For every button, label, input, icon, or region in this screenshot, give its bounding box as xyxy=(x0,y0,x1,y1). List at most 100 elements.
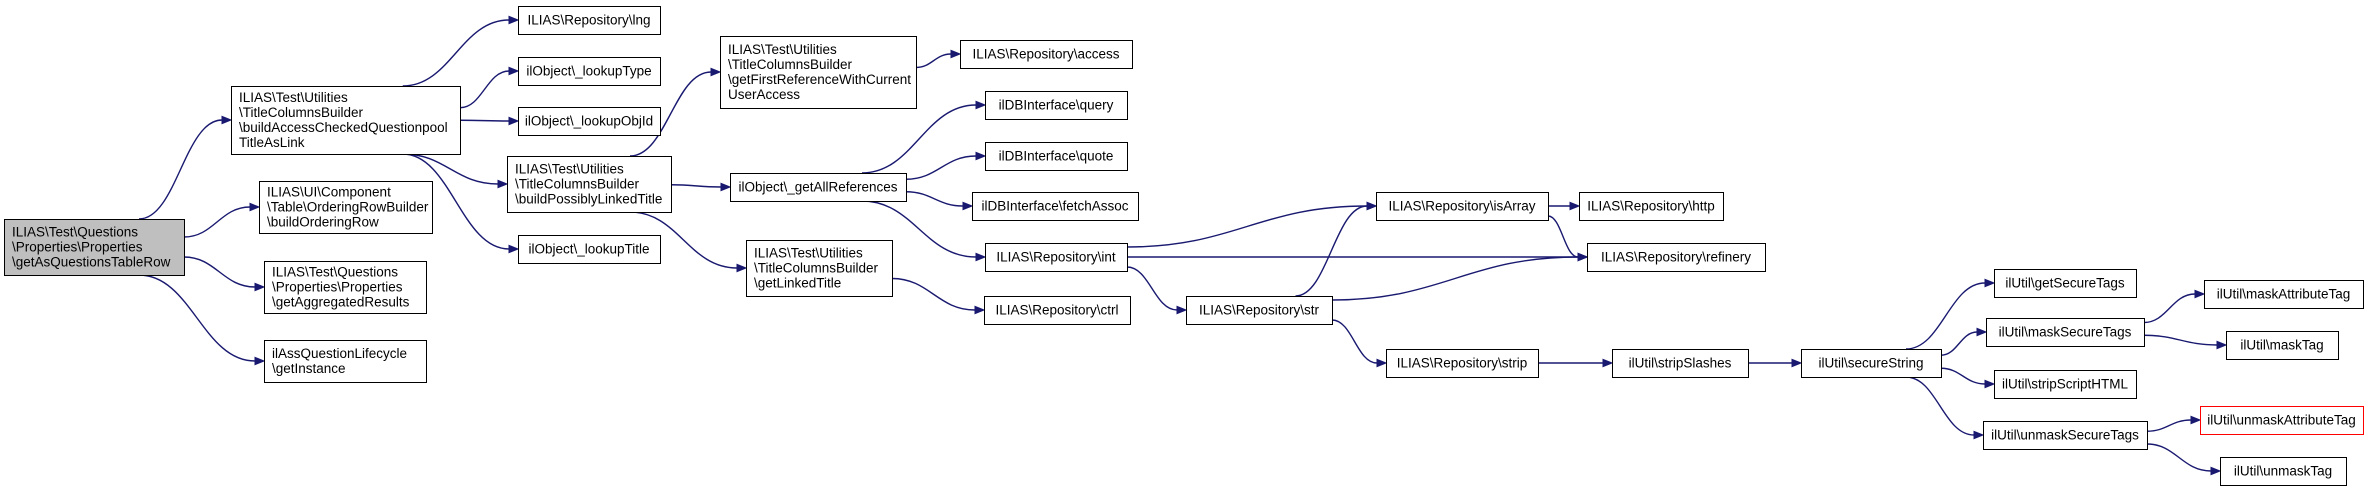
node-unmaskSecureTags[interactable]: ilUtil\unmaskSecureTags xyxy=(1983,421,2148,450)
node-box xyxy=(1994,269,2137,298)
node-layer: ILIAS\Test\Questions\Properties\Properti… xyxy=(4,6,2364,486)
node-lookupTitle[interactable]: ilObject\_lookupTitle xyxy=(518,235,661,264)
node-box xyxy=(1612,349,1749,378)
edge-line xyxy=(861,104,977,174)
node-stripScriptHTML[interactable]: ilUtil\stripScriptHTML xyxy=(1994,370,2137,399)
edge-repoIsArray-repoHttp xyxy=(1548,201,1581,211)
node-label-line: ilUtil\unmaskTag xyxy=(2234,464,2332,479)
node-getFirstReference[interactable]: ILIAS\Test\Utilities\TitleColumnsBuilder… xyxy=(720,36,917,109)
node-box xyxy=(1587,243,1766,272)
node-label-line: \TitleColumnsBuilder xyxy=(754,261,879,276)
edge-getLinkedTitle-repoCtrl xyxy=(891,277,986,315)
edge-getAllReferences-repoInt xyxy=(861,200,987,262)
node-repoAccess[interactable]: ILIAS\Repository\access xyxy=(960,40,1133,69)
edge-arrowhead xyxy=(1602,358,1614,368)
node-lookupObjId[interactable]: ilObject\_lookupObjId xyxy=(518,107,661,136)
node-label-line: ilObject\_lookupObjId xyxy=(525,114,653,129)
edge-line xyxy=(183,206,251,238)
edge-line xyxy=(1905,376,1975,436)
node-repoInt[interactable]: ILIAS\Repository\int xyxy=(985,243,1128,272)
edge-root-getAggregatedResults xyxy=(183,256,266,292)
node-root[interactable]: ILIAS\Test\Questions\Properties\Properti… xyxy=(4,219,185,276)
edge-line xyxy=(2143,293,2196,324)
edge-arrowhead xyxy=(975,151,987,161)
node-buildPossiblyLinked[interactable]: ILIAS\Test\Utilities\TitleColumnsBuilder… xyxy=(507,156,672,213)
node-getAllReferences[interactable]: ilObject\_getAllReferences xyxy=(730,173,907,202)
edge-line xyxy=(891,277,976,311)
node-repoCtrl[interactable]: ILIAS\Repository\ctrl xyxy=(984,296,1131,325)
edge-arrowhead xyxy=(1976,327,1988,337)
node-box xyxy=(259,181,433,234)
edge-line xyxy=(183,256,256,288)
node-label-line: ilObject\_lookupType xyxy=(526,64,651,79)
edge-line xyxy=(402,19,510,87)
node-maskSecureTags[interactable]: ilUtil\maskSecureTags xyxy=(1986,318,2145,347)
node-label-line: \TitleColumnsBuilder xyxy=(728,57,853,72)
edge-line xyxy=(915,53,952,69)
node-label-line: ILIAS\Repository\access xyxy=(972,47,1119,62)
node-box xyxy=(264,340,427,383)
node-repoLng[interactable]: ILIAS\Repository\lng xyxy=(518,6,661,35)
edge-arrowhead xyxy=(508,116,520,126)
node-repoIsArray[interactable]: ILIAS\Repository\isArray xyxy=(1376,192,1549,221)
edge-line xyxy=(459,70,510,109)
edge-arrowhead xyxy=(2194,289,2206,299)
edge-buildAccessChecked-lookupTitle xyxy=(402,153,520,254)
node-repoStrip[interactable]: ILIAS\Repository\strip xyxy=(1386,349,1539,378)
edge-root-lifecycleGetInstance xyxy=(138,274,266,366)
node-secureString[interactable]: ilUtil\secureString xyxy=(1801,349,1942,378)
node-stripSlashes[interactable]: ilUtil\stripSlashes xyxy=(1612,349,1749,378)
edge-arrowhead xyxy=(254,356,266,366)
node-box xyxy=(1186,296,1333,325)
node-dbQuote[interactable]: ilDBInterface\quote xyxy=(985,142,1128,171)
node-lifecycleGetInstance[interactable]: ilAssQuestionLifecycle\getInstance xyxy=(264,340,427,383)
edge-line xyxy=(1940,331,1978,356)
node-label-line: ilUtil\maskAttributeTag xyxy=(2217,287,2351,302)
edge-arrowhead xyxy=(2210,466,2222,476)
node-label-line: ilUtil\secureString xyxy=(1818,356,1923,371)
node-maskTag[interactable]: ilUtil\maskTag xyxy=(2226,331,2339,360)
node-getLinkedTitle[interactable]: ILIAS\Test\Utilities\TitleColumnsBuilder… xyxy=(746,240,893,297)
node-repoStr[interactable]: ILIAS\Repository\str xyxy=(1186,296,1333,325)
edge-arrowhead xyxy=(710,67,722,77)
node-box xyxy=(1386,349,1539,378)
node-label-line: \getAsQuestionsTableRow xyxy=(12,255,171,270)
node-maskAttributeTag[interactable]: ilUtil\maskAttributeTag xyxy=(2204,280,2364,309)
edge-line xyxy=(459,119,510,122)
node-orderingRowBuilder[interactable]: ILIAS\UI\Component\Table\OrderingRowBuil… xyxy=(259,181,433,234)
edge-getFirstReference-repoAccess xyxy=(915,49,962,69)
node-getAggregatedResults[interactable]: ILIAS\Test\Questions\Properties\Properti… xyxy=(264,261,427,314)
edge-repoStr-repoStrip xyxy=(1331,319,1388,368)
node-buildAccessChecked[interactable]: ILIAS\Test\Utilities\TitleColumnsBuilder… xyxy=(231,86,461,155)
node-box xyxy=(2220,457,2347,486)
node-box xyxy=(746,240,893,297)
node-getSecureTags[interactable]: ilUtil\getSecureTags xyxy=(1994,269,2137,298)
edge-line xyxy=(2146,419,2192,432)
node-lookupType[interactable]: ilObject\_lookupType xyxy=(518,57,661,86)
edge-line xyxy=(2143,334,2218,346)
edge-arrowhead xyxy=(975,252,987,262)
node-box xyxy=(1986,318,2145,347)
edge-buildAccessChecked-lookupType xyxy=(459,66,520,109)
edge-secureString-unmaskSecureTags xyxy=(1905,376,1985,440)
node-box xyxy=(2226,331,2339,360)
node-dbFetchAssoc[interactable]: ilDBInterface\fetchAssoc xyxy=(972,192,1139,221)
edge-repoIsArray-repoRefinery xyxy=(1547,215,1589,262)
node-box xyxy=(985,243,1128,272)
edge-line xyxy=(905,155,977,180)
edge-unmaskSecureTags-unmaskTag xyxy=(2146,443,2222,476)
node-label-line: ilUtil\unmaskSecureTags xyxy=(1991,428,2139,443)
node-repoHttp[interactable]: ILIAS\Repository\http xyxy=(1579,192,1724,221)
edge-buildAccessChecked-lookupObjId xyxy=(459,116,520,126)
node-label-line: \Properties\Properties xyxy=(12,240,143,255)
node-box xyxy=(985,142,1128,171)
node-dbQuery[interactable]: ilDBInterface\query xyxy=(985,91,1128,120)
node-box xyxy=(720,36,917,109)
edge-buildPossiblyLinked-getFirstReference xyxy=(629,67,722,157)
node-unmaskAttributeTag[interactable]: ilUtil\unmaskAttributeTag xyxy=(2200,406,2364,435)
node-label-line: ilDBInterface\quote xyxy=(999,149,1114,164)
node-label-line: ilUtil\stripSlashes xyxy=(1629,356,1732,371)
node-unmaskTag[interactable]: ilUtil\unmaskTag xyxy=(2220,457,2347,486)
node-label-line: ILIAS\Repository\refinery xyxy=(1601,250,1751,265)
node-repoRefinery[interactable]: ILIAS\Repository\refinery xyxy=(1587,243,1766,272)
